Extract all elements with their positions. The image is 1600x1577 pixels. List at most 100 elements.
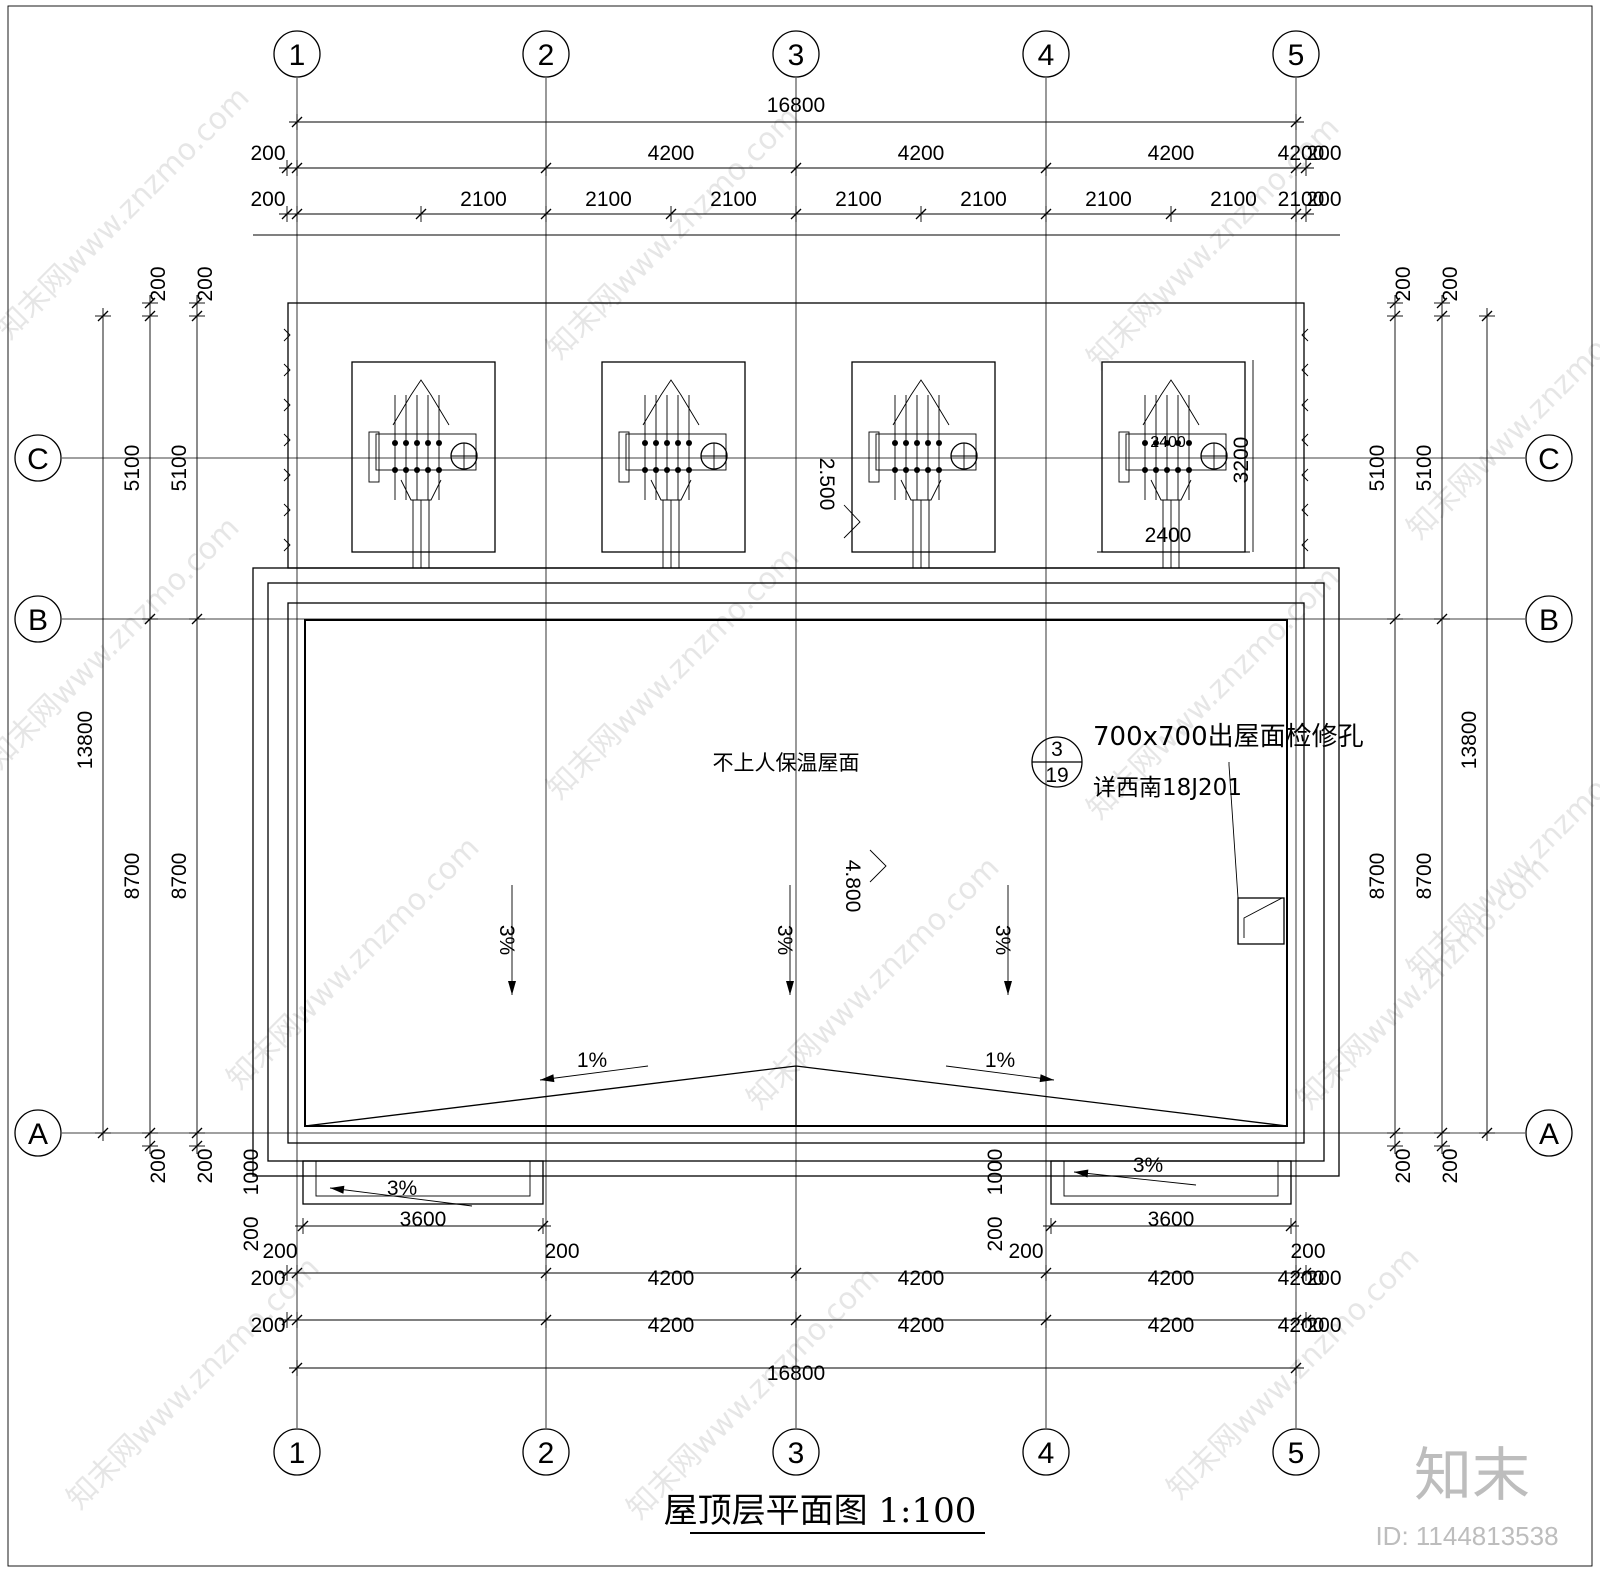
break-mark — [283, 363, 291, 377]
ac-branch — [400, 479, 442, 501]
elevation-upper: 2.500 — [815, 458, 838, 511]
dim-text: 5100 — [1413, 445, 1436, 492]
dim-text: 8700 — [168, 853, 191, 900]
slope-label: 3% — [495, 925, 518, 955]
grid-bubble-left-A — [14, 1109, 62, 1157]
dim-text: 200 — [250, 188, 285, 211]
grid-bubble-bottom-5 — [1272, 1428, 1320, 1476]
ac-valve-icon — [675, 440, 681, 446]
sheet-border — [7, 5, 1593, 1567]
grid-label-left-A: A — [28, 1118, 48, 1151]
break-mark — [1301, 538, 1309, 552]
dim-text: 5100 — [1366, 445, 1389, 492]
dim-text: 200 — [984, 1216, 1007, 1251]
break-mark — [283, 468, 291, 482]
ac-valve-icon — [653, 440, 659, 446]
slope-arrow-line — [945, 1065, 1055, 1081]
watermark-text: 知末网www.znzmo.com — [740, 850, 1006, 1116]
watermark-text: 知末网www.znzmo.com — [0, 510, 246, 776]
dim-text: 5100 — [121, 445, 144, 492]
grid-bubble-left-C — [14, 434, 62, 482]
slope-label: 1% — [577, 1049, 607, 1072]
grid-label-right-B: B — [1539, 604, 1559, 637]
dim-text: 200 — [1306, 142, 1341, 165]
grid-bubble-bottom-1 — [273, 1428, 321, 1476]
ac-unit-3 — [851, 361, 996, 568]
grid-label-right-C: C — [1538, 443, 1560, 476]
grid-bubble-bottom-3 — [772, 1428, 820, 1476]
ac-pad — [601, 361, 746, 553]
ac-valve-icon — [642, 467, 648, 473]
dim-text: 4200 — [1278, 1267, 1325, 1290]
callout-sheet-no: 19 — [1045, 764, 1068, 787]
ac-valve-icon — [686, 440, 692, 446]
ac-pad — [351, 361, 496, 553]
break-mark — [1301, 363, 1309, 377]
elevation-lower: 4.800 — [841, 860, 864, 913]
ac-valve-icon — [914, 440, 920, 446]
ac-valve-icon — [936, 440, 942, 446]
slope-label: 3% — [991, 925, 1014, 955]
grid-bubble-bottom-2 — [522, 1428, 570, 1476]
ac-manifold — [368, 431, 380, 483]
dim-text: 200 — [194, 266, 217, 301]
dim-text: 200 — [1439, 266, 1462, 301]
grid-label-bottom-1: 1 — [289, 1437, 306, 1470]
dim-text: 4200 — [1148, 142, 1195, 165]
elevation-mark-upper: 2.500 — [815, 458, 861, 539]
dim-text: 200 — [1306, 1267, 1341, 1290]
ac-valve-icon — [425, 467, 431, 473]
watermark-layer: 知末网www.znzmo.com 知末网www.znzmo.com 知末网www.z… — [0, 80, 1600, 1526]
dim-text: 200 — [544, 1240, 579, 1263]
dim-text: 200 — [262, 1240, 297, 1263]
hatch-reference: 详西南18J201 — [1093, 775, 1242, 801]
dim-text: 1000 — [240, 1149, 263, 1196]
ac-valve-icon — [653, 467, 659, 473]
watermark-text: 知末网www.znzmo.com — [0, 80, 256, 346]
hatch-note: 700x700出屋面检修孔 — [1093, 722, 1364, 752]
ac-valve-icon — [1175, 440, 1181, 446]
ac-manifold — [868, 431, 880, 483]
dim-text: 200 — [1008, 1240, 1043, 1263]
grid-bubble-right-A — [1525, 1109, 1573, 1157]
watermark-text: 知末网www.znzmo.com — [620, 1260, 886, 1526]
parapet-inner — [287, 602, 1305, 1144]
ac-body — [625, 433, 727, 471]
roof-hatch-mark — [1243, 897, 1283, 938]
dim-text: 13800 — [74, 711, 97, 769]
ac-valve-icon — [642, 440, 648, 446]
grid-label-bottom-2: 2 — [538, 1437, 555, 1470]
dim-text: 200 — [147, 1148, 170, 1183]
dim-text: 200 — [1439, 1148, 1462, 1183]
watermark-text: 知末网www.znzmo.com — [1400, 280, 1600, 546]
dim-text: 8700 — [1413, 853, 1436, 900]
grid-label-right-A: A — [1539, 1118, 1559, 1151]
dim-text: 2100 — [585, 188, 632, 211]
grid-bubble-bottom-4 — [1022, 1428, 1070, 1476]
break-mark — [1301, 503, 1309, 517]
slope-label: 3% — [387, 1177, 417, 1200]
grid-bubble-top-3 — [772, 30, 820, 78]
ac-valve-icon — [664, 440, 670, 446]
ac-valve-icon — [686, 467, 692, 473]
ac-valve-icon — [1175, 467, 1181, 473]
break-mark — [283, 538, 291, 552]
ac-valve-icon — [414, 467, 420, 473]
dim-text: 2100 — [1210, 188, 1257, 211]
dim-text: 4200 — [648, 1314, 695, 1337]
ac-branch — [392, 379, 450, 426]
ac-branch — [650, 479, 692, 501]
ac-valve-icon — [1153, 467, 1159, 473]
dim-text: 200 — [250, 1314, 285, 1337]
ac-branch — [642, 379, 700, 426]
ac-valve-icon — [425, 440, 431, 446]
canopy-left-inner — [315, 1160, 531, 1197]
grid-bubble-top-4 — [1022, 30, 1070, 78]
ac-pad — [851, 361, 996, 553]
ac-valve-icon — [414, 440, 420, 446]
ac-valve-icon — [903, 467, 909, 473]
ac-valve-icon — [436, 467, 442, 473]
grid-label-top-3: 3 — [788, 39, 805, 72]
ac-valve-icon — [925, 467, 931, 473]
